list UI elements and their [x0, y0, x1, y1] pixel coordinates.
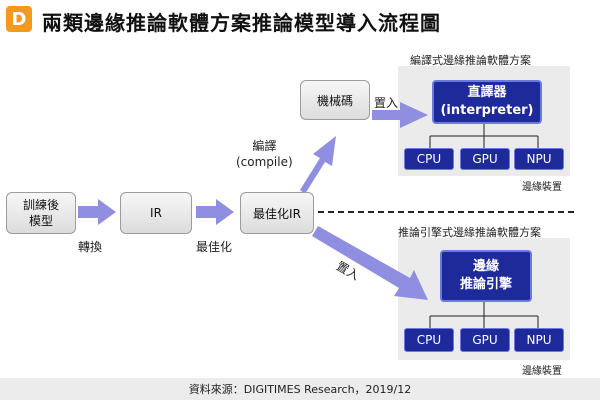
- inference-engine-box: 邊緣 推論引擎: [440, 250, 532, 302]
- embed-arrow-bottom: [312, 226, 428, 300]
- engine-panel-title: 推論引擎式邊緣推論軟體方案: [398, 226, 541, 239]
- convert-arrow: [78, 199, 116, 225]
- inference-engine-label: 邊緣 推論引擎: [459, 259, 512, 292]
- engine-device-label: 邊緣裝置: [522, 366, 562, 377]
- interpreter-label: 直譯器 (interpreter): [440, 85, 534, 118]
- compile-arrow: [300, 136, 336, 194]
- ir-box: IR: [120, 192, 192, 234]
- compiled-tree-lines: [429, 124, 539, 148]
- machine-code-box: 機械碼: [300, 80, 370, 120]
- compiled-gpu-box: GPU: [460, 148, 510, 170]
- source-credit: 資料來源：DIGITIMES Research，2019/12: [0, 378, 600, 400]
- compiled-device-label: 邊緣裝置: [522, 182, 562, 193]
- digitimes-logo: D: [6, 6, 32, 32]
- trained-model-box: 訓練後 模型: [6, 192, 76, 234]
- embed-label-top: 置入: [374, 96, 399, 110]
- compiled-npu-box: NPU: [514, 148, 564, 170]
- compiled-cpu-box: CPU: [404, 148, 454, 170]
- interpreter-box: 直譯器 (interpreter): [432, 80, 542, 124]
- convert-label: 轉換: [78, 240, 103, 254]
- compiled-panel-title: 編譯式邊緣推論軟體方案: [410, 54, 531, 67]
- embed-arrow-top: [372, 102, 428, 128]
- optimize-label: 最佳化: [196, 240, 233, 254]
- engine-cpu-box: CPU: [404, 328, 454, 352]
- engine-tree-lines: [429, 302, 539, 328]
- engine-gpu-box: GPU: [460, 328, 510, 352]
- optimize-arrow: [196, 199, 234, 225]
- engine-npu-box: NPU: [514, 328, 564, 352]
- diagram-title: 兩類邊緣推論軟體方案推論模型導入流程圖: [42, 11, 441, 35]
- optimized-ir-box: 最佳化IR: [240, 192, 314, 234]
- compile-label: 編譯 (compile): [236, 139, 293, 169]
